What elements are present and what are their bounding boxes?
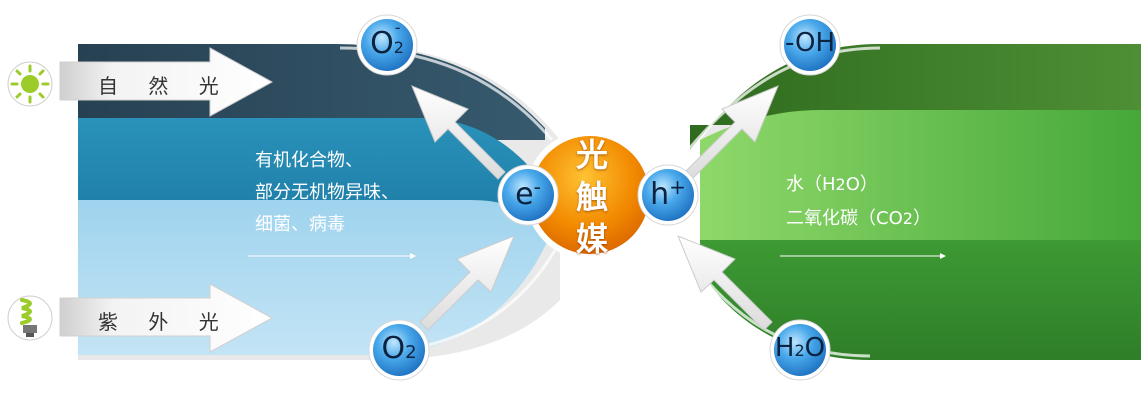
oxygen-label: O2 bbox=[381, 331, 417, 366]
bubble-water bbox=[769, 319, 831, 381]
pollutant-list: 有机化合物、 部分无机物异味、 细菌、病毒 bbox=[255, 145, 399, 241]
right-band bbox=[686, 44, 1141, 360]
product-list: 水（H2O） 二氧化碳（CO2） bbox=[786, 168, 931, 236]
core-char-1: 光 bbox=[575, 136, 608, 174]
flow-arrow-right bbox=[780, 253, 946, 259]
bubble-oxygen bbox=[368, 319, 430, 381]
uv-lamp-icon bbox=[7, 295, 53, 341]
flow-arrow-left bbox=[248, 253, 416, 259]
electron-label: e- bbox=[515, 175, 541, 212]
natural-light-label: 自 然 光 bbox=[98, 74, 231, 98]
bubble-electron bbox=[497, 164, 559, 226]
pollutant-item: 细菌、病毒 bbox=[255, 214, 345, 235]
core-char-2: 触 bbox=[575, 178, 608, 216]
core-char-3: 媒 bbox=[575, 220, 608, 258]
uv-light-label: 紫 外 光 bbox=[98, 310, 231, 334]
photocatalyst-core bbox=[525, 130, 655, 260]
product-co2: 二氧化碳（CO2） bbox=[786, 208, 931, 229]
pollutant-item: 有机化合物、 bbox=[255, 150, 363, 171]
water-label: H2O bbox=[774, 333, 826, 363]
bubble-superoxide bbox=[356, 14, 418, 76]
natural-light-tag bbox=[59, 47, 274, 117]
pollutant-item: 部分无机物异味、 bbox=[255, 182, 399, 203]
arrow-electron-to-superoxide bbox=[411, 85, 506, 180]
superoxide-label: O-2 bbox=[370, 18, 404, 61]
hydroxyl-label: -OH bbox=[784, 28, 836, 58]
bubble-hole bbox=[637, 164, 699, 226]
sun-icon bbox=[7, 61, 53, 107]
bubble-hydroxyl bbox=[779, 14, 841, 76]
uv-light-tag bbox=[59, 283, 274, 353]
product-water: 水（H2O） bbox=[786, 174, 878, 195]
arrow-water-to-hole bbox=[677, 235, 773, 331]
arrow-hole-to-hydroxyl bbox=[684, 85, 779, 180]
hole-label: h+ bbox=[650, 175, 686, 212]
arrow-oxygen-to-electron bbox=[419, 235, 515, 331]
